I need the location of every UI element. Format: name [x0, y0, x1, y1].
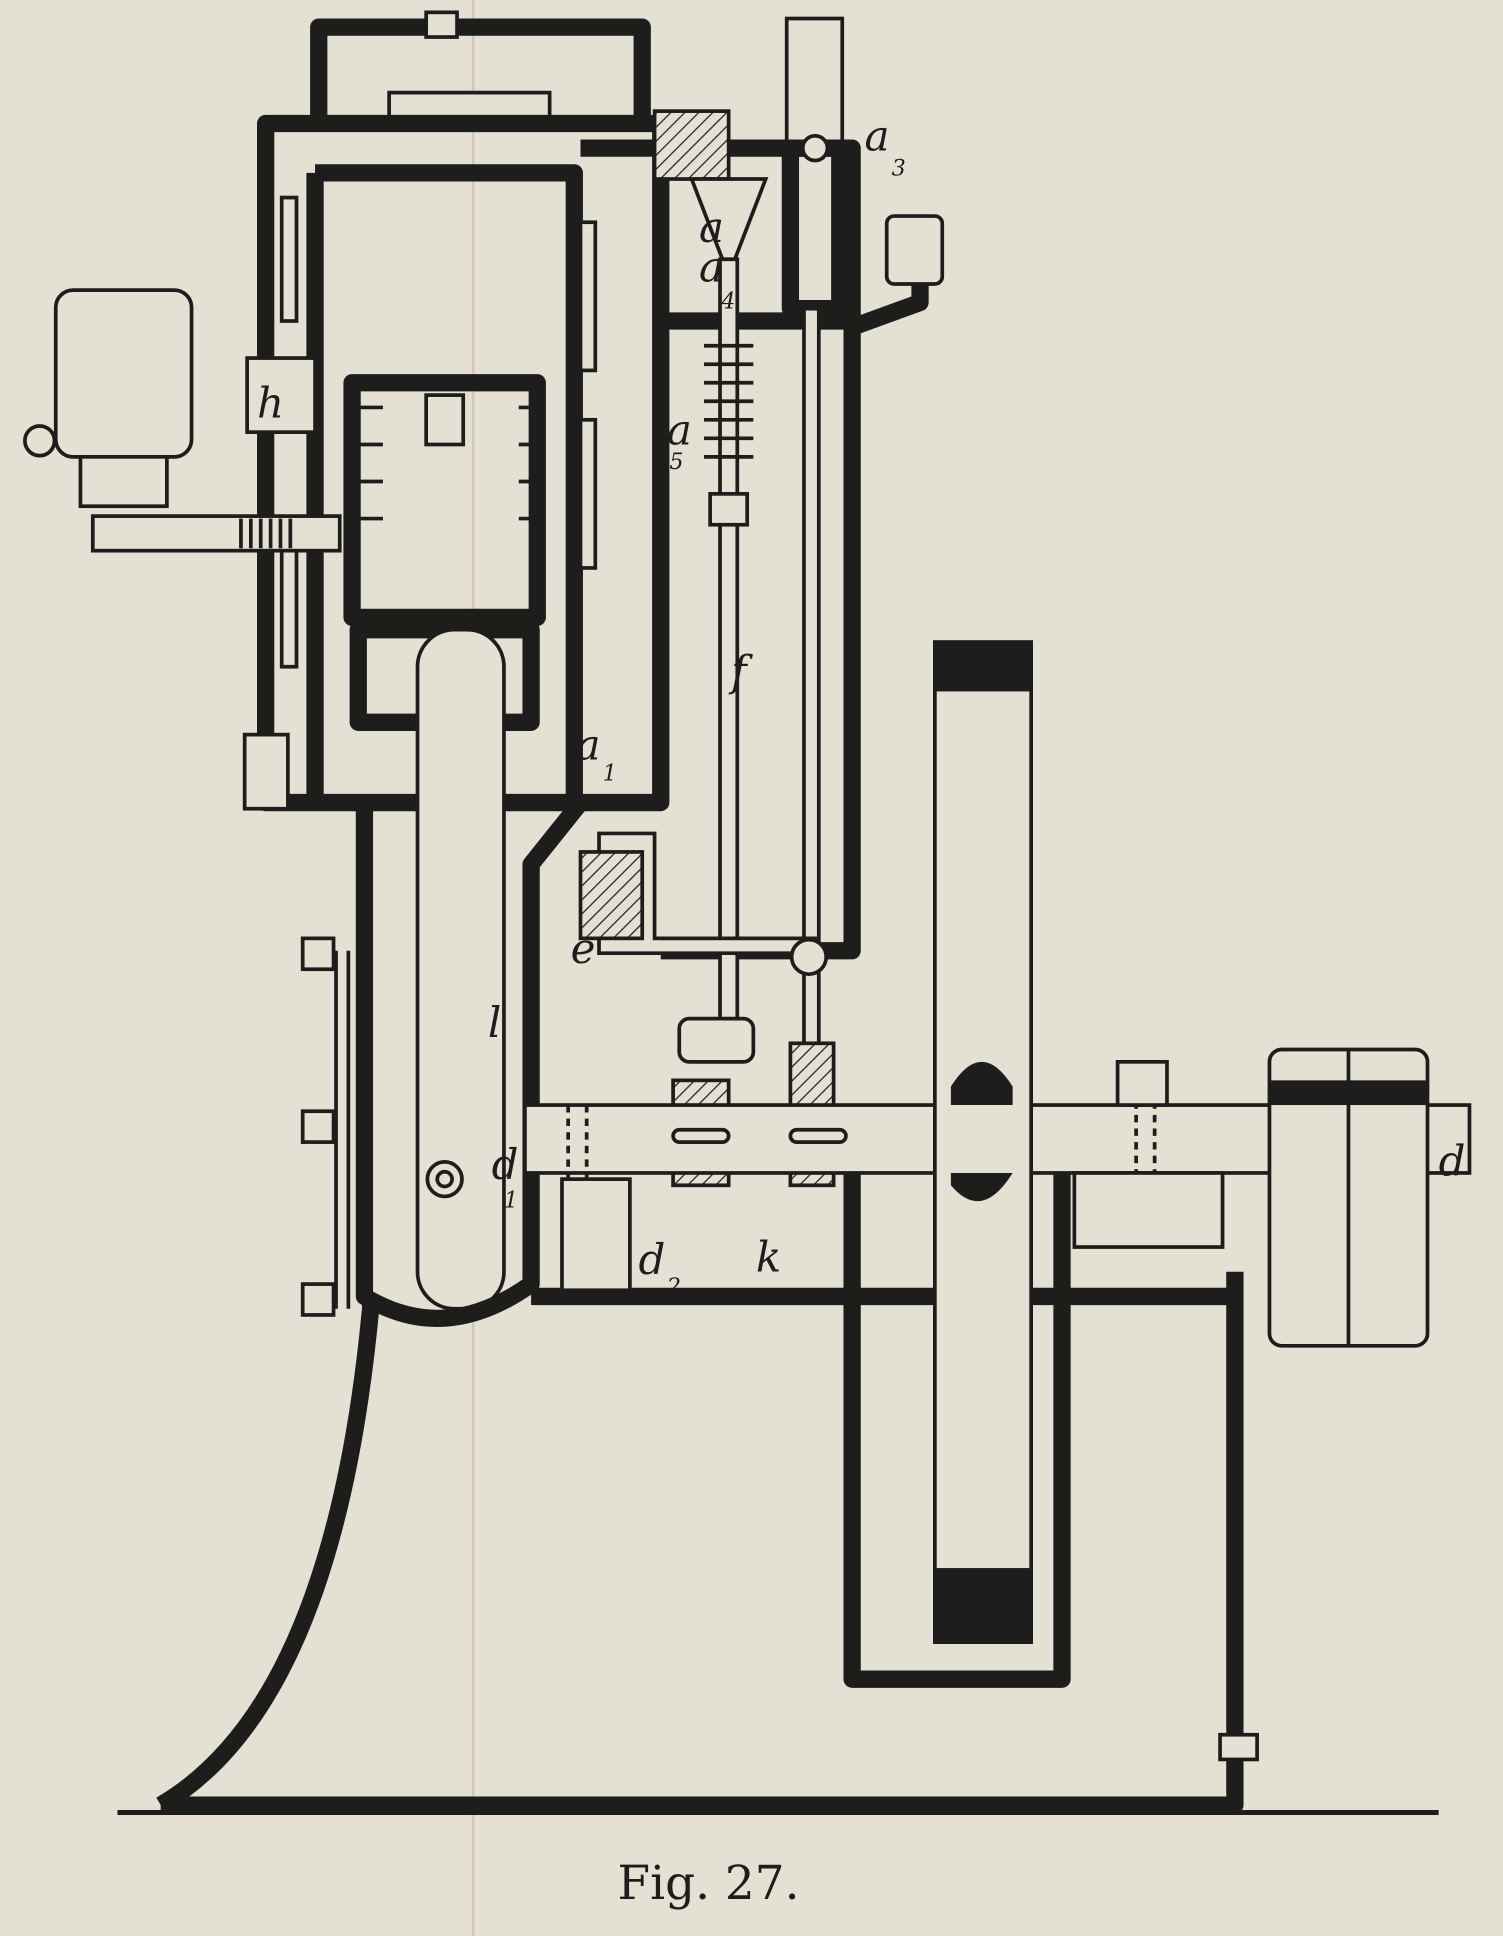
label-a5-sub: 5: [669, 449, 683, 475]
label-d: d: [1439, 1136, 1466, 1185]
bearing-housing: [1072, 1171, 1225, 1249]
head-bolt: [424, 10, 459, 39]
ignition-chamber-h: [245, 356, 317, 434]
crankcase-bolt: [300, 1282, 336, 1317]
label-a5: a: [667, 405, 692, 454]
intake-thread: [239, 518, 293, 549]
ignition-tube: [784, 16, 845, 151]
label-k: k: [756, 1233, 781, 1282]
label-d1: d: [492, 1140, 519, 1189]
guide-block: [578, 850, 645, 941]
label-d2-sub: 2: [666, 1274, 681, 1300]
side-cover: [334, 950, 351, 1309]
label-e: e: [571, 924, 596, 973]
oil-pipe: [849, 283, 929, 336]
cylinder-jacket: [257, 114, 670, 812]
piston-crown-insert: [424, 393, 466, 447]
valve-spring: [703, 343, 754, 459]
keyway: [671, 1127, 731, 1144]
piston: [343, 374, 546, 626]
valve-follower: [708, 492, 750, 527]
label-a3: a: [864, 112, 889, 161]
figure-caption: Fig. 27.: [618, 1856, 800, 1911]
cylinder-head: [310, 18, 651, 124]
label-a4: a: [699, 243, 724, 292]
flywheel-rim: [932, 640, 1034, 1644]
flywheel-rim-bottom: [934, 1568, 1032, 1643]
cooling-slot: [578, 220, 598, 373]
connecting-rod: [415, 627, 506, 1311]
exhaust-lever: [597, 831, 817, 956]
label-a3-sub: 3: [892, 155, 906, 181]
crankcase-bolt: [300, 936, 336, 972]
keyway: [788, 1127, 848, 1144]
engine-base: [156, 1271, 1244, 1814]
crankcase-bolt: [300, 1109, 336, 1144]
piston-rings: [358, 405, 544, 521]
crank-case: [355, 797, 588, 1327]
label-a1: a: [576, 720, 601, 769]
lever-pivot: [789, 937, 829, 977]
flywheel-guard: [843, 1172, 1071, 1688]
label-d1-sub: 1: [504, 1188, 518, 1214]
crank-pin-inner: [435, 1169, 454, 1189]
bearing-d2: [560, 1177, 632, 1293]
label-d2: d: [639, 1235, 666, 1284]
ignition-housing: [781, 139, 849, 318]
label-a4-sub: 4: [720, 289, 735, 315]
cooling-slot: [279, 195, 299, 323]
carburetor-knob: [23, 424, 57, 458]
carburetor-body: [78, 454, 169, 509]
label-a1-sub: 1: [603, 760, 617, 786]
label-l: l: [488, 998, 501, 1047]
cooling-slot: [279, 541, 299, 669]
carburetor-float-chamber: [53, 288, 194, 459]
bearing-cap: [1115, 1059, 1169, 1107]
intake-pipe: [90, 514, 342, 553]
oil-cup: [884, 214, 945, 286]
valve-seat: [652, 109, 731, 181]
cooling-slot: [578, 417, 598, 570]
label-h: h: [257, 378, 284, 427]
cam-roller: [677, 1016, 756, 1064]
flywheel-hub: [950, 1061, 1013, 1202]
flywheel-rim-top: [934, 642, 1032, 692]
cylinder-liner: [306, 164, 583, 797]
base-drain-plug: [1218, 1732, 1259, 1762]
label-a: a: [699, 203, 724, 252]
ignition-screw: [800, 133, 830, 163]
label-f: f: [728, 646, 753, 695]
crankcase-bolt: [242, 732, 290, 811]
